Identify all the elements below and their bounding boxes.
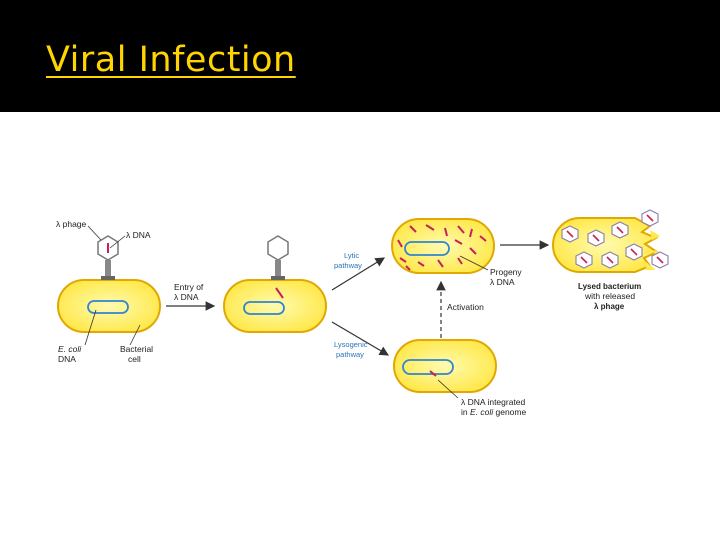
label-entry-of: Entry of: [174, 282, 204, 292]
injected-lambda-dna: [275, 287, 284, 299]
released-phage-dna: [566, 214, 664, 264]
label-integrated-genome: in E. coli genome: [461, 407, 526, 417]
phage-attached: [97, 235, 119, 280]
slide-title: Viral Infection: [46, 40, 296, 80]
label-activation: Activation: [447, 302, 484, 312]
label-ecoli-dna: DNA: [58, 354, 76, 364]
label-lambda-dna: λ DNA: [126, 230, 151, 240]
label-lysogenic-pathway: pathway: [336, 350, 364, 359]
title-bar: Viral Infection: [0, 0, 720, 112]
integrated-lambda-dna: [429, 370, 437, 377]
pointer-progeny: [459, 255, 489, 271]
label-lysed: Lysed bacterium: [578, 282, 641, 291]
pointer-lambda-dna: [109, 235, 126, 249]
label-cell: cell: [128, 354, 141, 364]
label-entry-dna: λ DNA: [174, 292, 199, 302]
cell-infected: [223, 279, 327, 333]
label-ecoli: E. coli: [58, 344, 82, 354]
pointer-ecoli-dna: [84, 309, 97, 346]
pointer-bacterial-cell: [129, 324, 141, 346]
label-lytic: Lytic: [344, 251, 359, 260]
label-phage: λ phage: [56, 219, 87, 229]
pointer-phage: [87, 225, 102, 241]
label-lytic-pathway: pathway: [334, 261, 362, 270]
phage-empty: [267, 235, 289, 280]
arrow-lytic: [331, 257, 386, 291]
label-with-released: with released: [584, 291, 635, 301]
label-progeny: Progeny: [490, 267, 522, 277]
progeny-dna-fragments: [397, 224, 487, 271]
label-lysogenic: Lysogenic: [334, 340, 368, 349]
pointer-integrated: [437, 379, 459, 399]
label-released-phage: λ phage: [594, 302, 625, 311]
cell-lytic: [391, 218, 495, 274]
arrow-lysogenic: [331, 321, 390, 356]
label-bacterial: Bacterial: [120, 344, 153, 354]
cell-lysogenic: [393, 339, 497, 393]
label-integrated: λ DNA integrated: [461, 397, 526, 407]
ecoli-dna-loop: [87, 300, 129, 314]
cell-initial: [57, 279, 161, 333]
label-progeny-dna: λ DNA: [490, 277, 515, 287]
